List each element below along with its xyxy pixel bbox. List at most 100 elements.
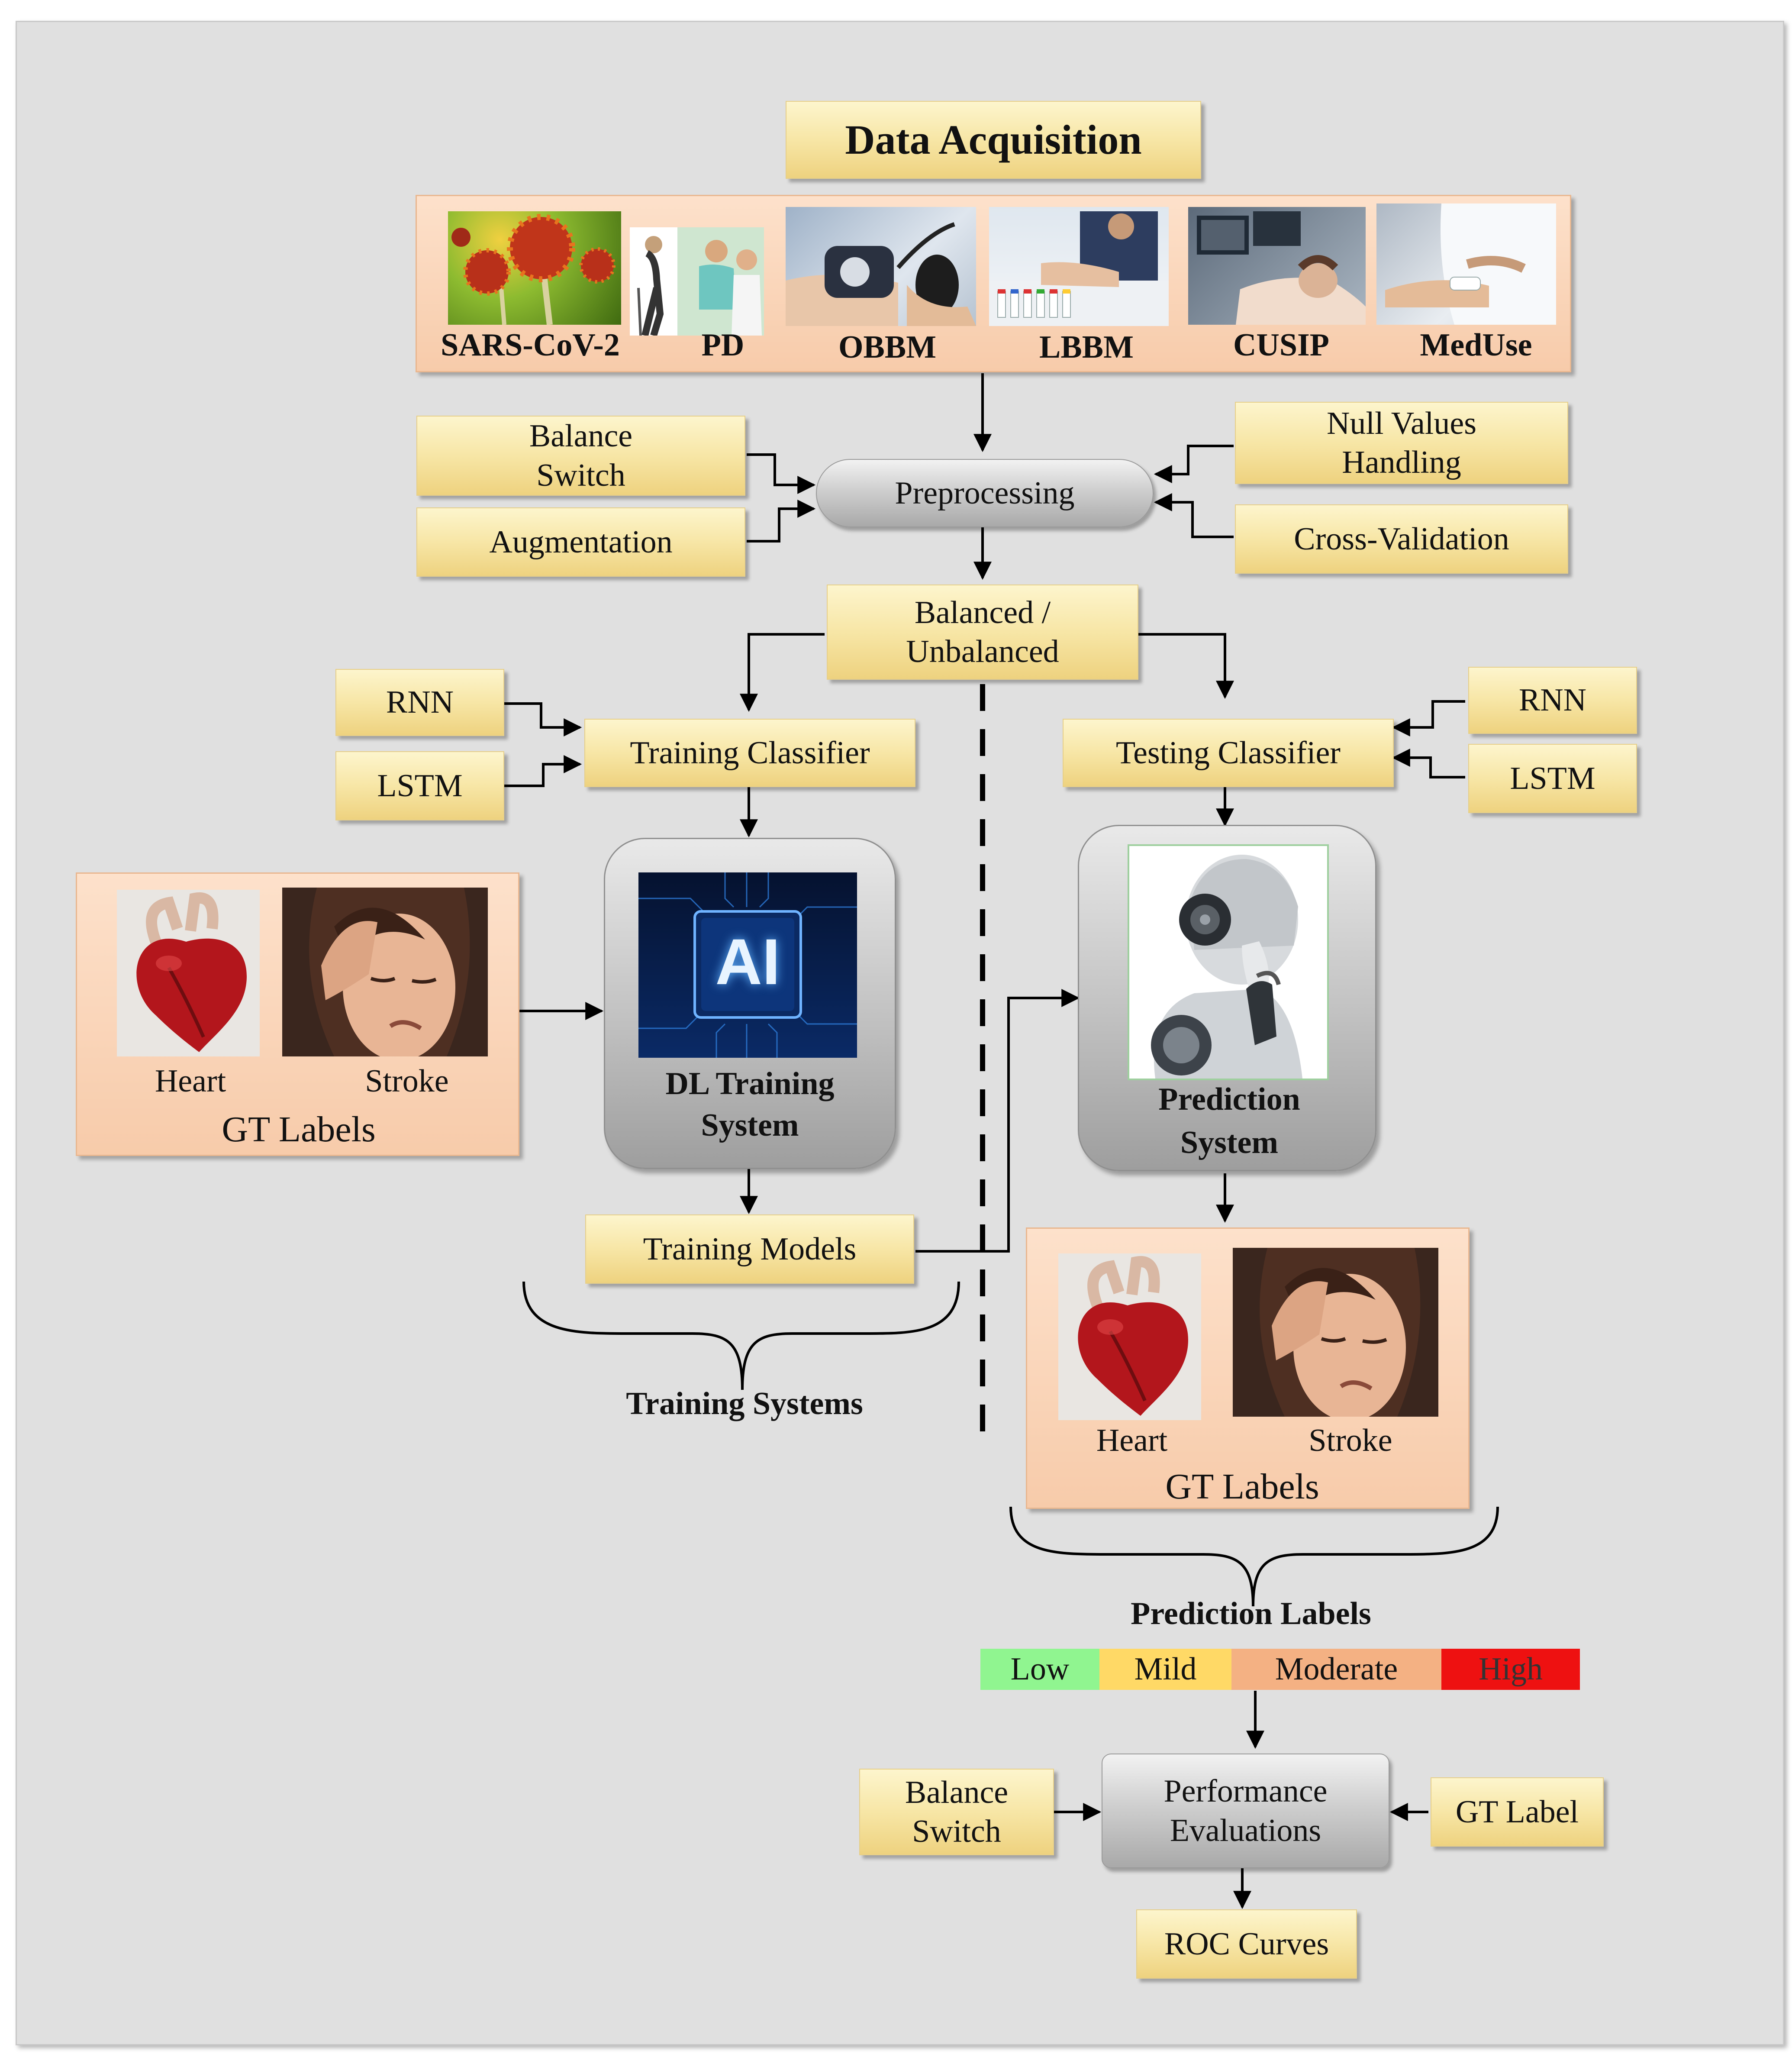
null-values-box: Null Values Handling: [1235, 402, 1568, 484]
prediction-brace: [1009, 1506, 1499, 1607]
training-classifier-box: Training Classifier: [584, 719, 915, 787]
heart-icon: [1078, 1256, 1188, 1416]
prediction-labels-title: Prediction Labels: [1131, 1596, 1371, 1631]
robot-image: [1128, 844, 1329, 1080]
preprocessing-text: Preprocessing: [895, 475, 1075, 511]
gt-label-box: GT Label: [1431, 1777, 1604, 1847]
gt-right-stroke-image: [1233, 1248, 1438, 1417]
level-high-label: High: [1479, 1651, 1543, 1687]
dl-training-system-label: DL Training System: [665, 1066, 835, 1143]
prediction-levels-scale: Low Mild Moderate High: [980, 1649, 1580, 1690]
lab-tubes-icon: [989, 211, 1169, 326]
arrow-training-models-to-prediction: [915, 989, 1080, 1253]
augmentation-box: Augmentation: [416, 507, 745, 577]
robot-icon: [1151, 855, 1302, 1079]
source-label-lbbm: LBBM: [1039, 329, 1134, 365]
level-low-label: Low: [1010, 1651, 1070, 1687]
blood-pressure-icon: [786, 222, 976, 326]
gt-left-heart-label: Heart: [155, 1063, 226, 1099]
balanced-unbalanced-text: Balanced / Unbalanced: [906, 594, 1059, 669]
arrow-null-values-to-preprocessing: [1154, 445, 1234, 483]
pd-image: [630, 227, 764, 336]
testing-classifier-box: Testing Classifier: [1063, 719, 1394, 787]
gt-right-title: GT Labels: [1165, 1466, 1319, 1507]
gt-right-heart-image: [1058, 1253, 1201, 1420]
heart-icon: [136, 892, 247, 1052]
training-lstm-box: LSTM: [335, 751, 504, 820]
level-moderate-label: Moderate: [1275, 1651, 1398, 1687]
augmentation-text: Augmentation: [489, 524, 673, 560]
gt-left-stroke-image: [282, 888, 488, 1056]
gt-left-stroke-label: Stroke: [365, 1063, 449, 1099]
training-classifier-text: Training Classifier: [630, 735, 870, 771]
preprocessing-node: Preprocessing: [816, 459, 1154, 527]
balance-switch-box: Balance Switch: [416, 416, 745, 496]
elderly-care-icon: [637, 227, 764, 336]
training-rnn-text: RNN: [386, 685, 454, 720]
training-rnn-box: RNN: [335, 669, 504, 736]
gt-left-heart-image: [117, 890, 260, 1056]
meduse-image: [1376, 203, 1556, 325]
null-values-text: Null Values Handling: [1326, 405, 1476, 480]
level-low: Low: [980, 1649, 1099, 1690]
virus-icon: [451, 214, 616, 325]
arrow-lstm-to-testing: [1392, 749, 1465, 778]
training-brace: [522, 1281, 960, 1390]
training-models-text: Training Models: [643, 1231, 857, 1267]
arrow-balanced-to-training: [740, 633, 825, 712]
eval-balance-switch-box: Balance Switch: [859, 1769, 1054, 1855]
eval-balance-switch-text: Balance Switch: [905, 1774, 1009, 1849]
gt-right-heart-label: Heart: [1096, 1423, 1168, 1458]
training-lstm-text: LSTM: [377, 768, 463, 804]
ai-chip-image: AI: [638, 872, 857, 1058]
level-mild: Mild: [1099, 1649, 1231, 1690]
doctor-medicine-icon: [1385, 203, 1556, 325]
training-systems-label: Training Systems: [626, 1386, 863, 1421]
testing-rnn-box: RNN: [1468, 667, 1637, 734]
gt-right-stroke-label: Stroke: [1309, 1423, 1392, 1458]
arrow-rnn-to-testing: [1392, 700, 1465, 736]
level-high: High: [1441, 1649, 1580, 1690]
ai-chip-icon: [638, 872, 857, 1058]
source-label-pd: PD: [701, 327, 745, 363]
source-label-obbm: OBBM: [838, 329, 937, 365]
source-label-meduse: MedUse: [1420, 327, 1532, 363]
sars-cov-2-image: [448, 211, 621, 325]
testing-lstm-box: LSTM: [1468, 744, 1637, 813]
performance-evaluations-node: Performance Evaluations: [1102, 1754, 1389, 1868]
source-label-sars-cov-2: SARS-CoV-2: [441, 327, 620, 363]
data-acquisition-title-text: Data Acquisition: [845, 116, 1142, 163]
cross-validation-box: Cross-Validation: [1235, 504, 1568, 574]
arrow-augmentation-to-preprocessing: [747, 500, 816, 543]
roc-curves-box: ROC Curves: [1136, 1909, 1357, 1979]
gt-label-text: GT Label: [1455, 1794, 1579, 1830]
balanced-unbalanced-box: Balanced / Unbalanced: [827, 585, 1138, 680]
obbm-image: [786, 207, 976, 326]
arrow-cross-validation-to-preprocessing: [1154, 493, 1234, 538]
arrow-balanced-to-testing: [1138, 633, 1234, 699]
training-models-box: Training Models: [585, 1214, 914, 1284]
stroke-face-icon: [309, 888, 470, 1056]
gt-left-title: GT Labels: [222, 1109, 376, 1150]
arrow-balance-switch-to-preprocessing: [747, 453, 816, 494]
ai-chip-text: AI: [715, 925, 780, 998]
testing-classifier-text: Testing Classifier: [1116, 735, 1341, 771]
cross-validation-text: Cross-Validation: [1294, 521, 1509, 557]
cusip-image: [1188, 207, 1366, 325]
lbbm-image: [989, 207, 1169, 326]
level-moderate: Moderate: [1231, 1649, 1441, 1690]
testing-rnn-text: RNN: [1518, 682, 1587, 718]
testing-lstm-text: LSTM: [1510, 760, 1595, 796]
arrow-rnn-to-training: [504, 702, 582, 736]
prediction-system-label: Prediction System: [1158, 1082, 1300, 1160]
level-mild-label: Mild: [1134, 1651, 1197, 1687]
balance-switch-text: Balance Switch: [529, 418, 633, 493]
roc-curves-text: ROC Curves: [1164, 1926, 1329, 1962]
source-label-cusip: CUSIP: [1233, 327, 1330, 363]
data-acquisition-title: Data Acquisition: [786, 101, 1201, 179]
stroke-face-icon: [1260, 1248, 1421, 1417]
ultrasound-icon: [1197, 211, 1366, 325]
performance-evaluations-text: Performance Evaluations: [1164, 1773, 1328, 1848]
